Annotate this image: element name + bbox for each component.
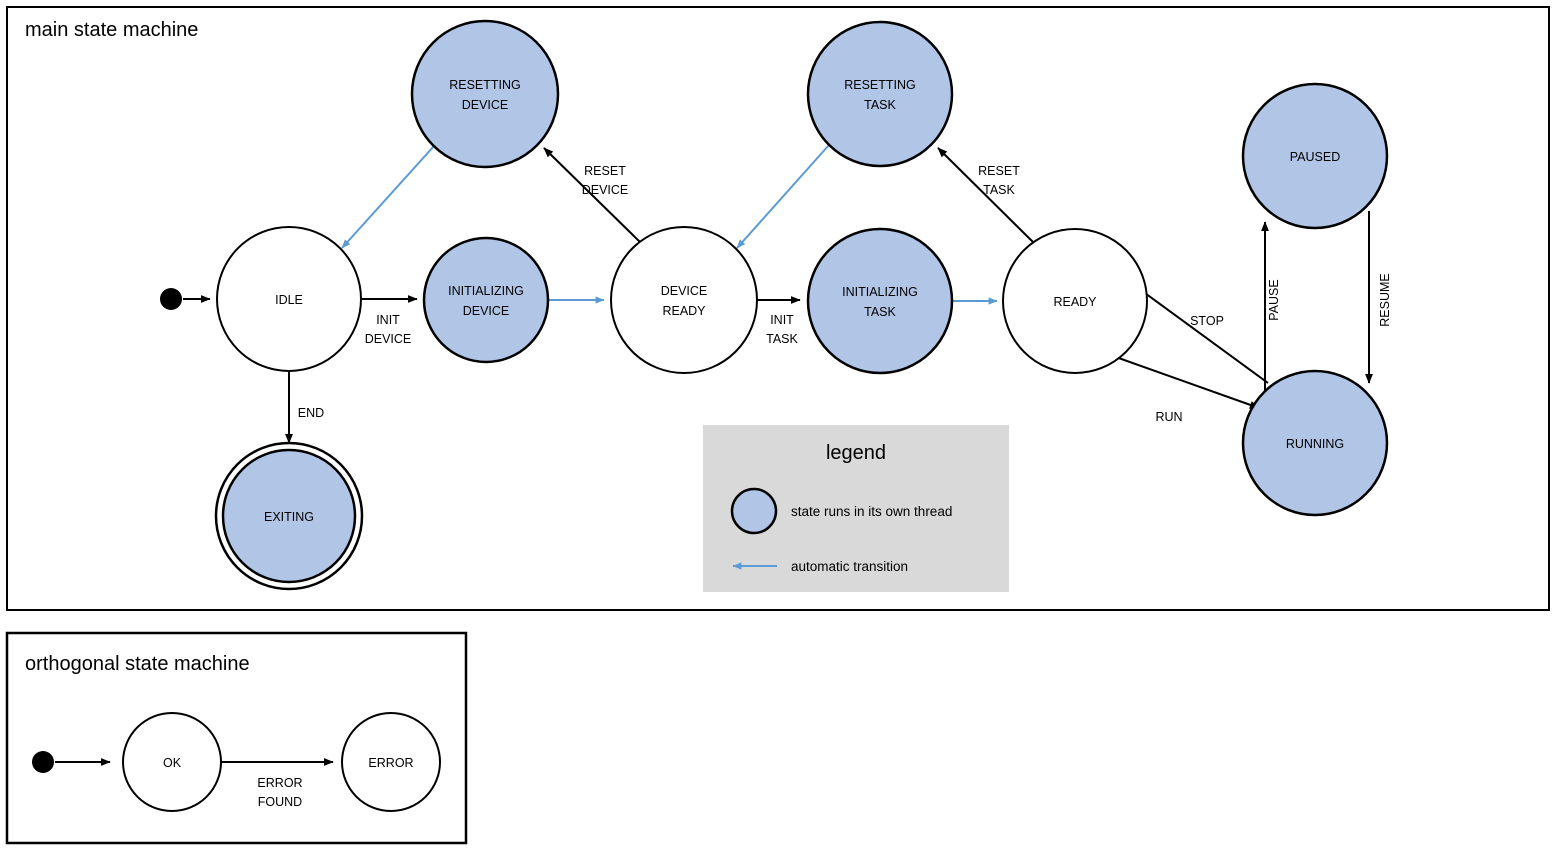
state-node-ready[interactable]: READY (1002, 228, 1148, 374)
state-label-device-ready-line2: READY (662, 304, 706, 318)
edge-label-stop: STOP (1190, 314, 1224, 328)
legend-panel: legend state runs in its own thread auto… (703, 425, 1009, 592)
state-label-initializing-task-line2: TASK (864, 305, 896, 319)
main-frame-title: main state machine (25, 19, 198, 41)
edge-label-reset-device-line1: RESET (584, 164, 626, 178)
transition-running-paused: PAUSE (1261, 221, 1281, 391)
transition-resettingtask-deviceready (736, 144, 830, 249)
transition-idle-init-device: INIT DEVICE (361, 295, 418, 346)
state-label-resetting-device-line1: RESETTING (449, 78, 521, 92)
legend-item-auto-label: automatic transition (791, 559, 908, 574)
state-node-exiting[interactable]: EXITING (214, 441, 364, 591)
orthogonal-frame (5, 631, 468, 845)
state-label-exiting: EXITING (264, 510, 314, 524)
transition-deviceready-resettingdevice: RESET DEVICE (543, 147, 641, 243)
state-label-initializing-device-line1: INITIALIZING (448, 284, 524, 298)
edge-label-pause: PAUSE (1267, 279, 1281, 320)
orthogonal-frame-title: orthogonal state machine (25, 653, 250, 675)
state-node-ok[interactable]: OK (122, 712, 222, 812)
transition-paused-running: RESUME (1365, 211, 1392, 384)
state-node-resetting-device[interactable]: RESETTING DEVICE (410, 19, 560, 169)
edge-label-reset-device-line2: DEVICE (582, 183, 629, 197)
state-label-initializing-device-line2: DEVICE (463, 304, 510, 318)
edge-label-run: RUN (1155, 410, 1182, 424)
state-label-resetting-device-line2: DEVICE (462, 98, 509, 112)
state-label-device-ready-line1: DEVICE (661, 284, 708, 298)
edge-label-init-device-line1: INIT (376, 313, 400, 327)
edge-label-reset-task-line1: RESET (978, 164, 1020, 178)
state-node-idle[interactable]: IDLE (216, 226, 362, 372)
edge-label-resume: RESUME (1378, 273, 1392, 326)
state-node-device-ready[interactable]: DEVICE READY (610, 226, 758, 374)
state-label-running: RUNNING (1286, 437, 1344, 451)
state-label-resetting-task-line1: RESETTING (844, 78, 916, 92)
transition-running-ready: STOP (1133, 284, 1269, 384)
state-node-error[interactable]: ERROR (341, 712, 441, 812)
transition-ready-running: RUN (1112, 355, 1260, 424)
state-node-orthogonal-start[interactable] (32, 751, 54, 773)
edge-label-error-found-line1: ERROR (257, 776, 302, 790)
edge-label-reset-task-line2: TASK (983, 183, 1015, 197)
state-label-ready: READY (1053, 295, 1097, 309)
state-node-paused[interactable]: PAUSED (1241, 82, 1389, 230)
transition-ready-resettingtask: RESET TASK (937, 147, 1035, 244)
state-node-initializing-device[interactable]: INITIALIZING DEVICE (422, 236, 550, 364)
state-label-initializing-task-line1: INITIALIZING (842, 285, 918, 299)
state-node-running[interactable]: RUNNING (1241, 369, 1389, 517)
transition-resettingdevice-idle (341, 145, 435, 249)
legend-item-thread-label: state runs in its own thread (791, 504, 952, 519)
legend-thread-swatch-icon (730, 487, 778, 535)
state-node-resetting-task[interactable]: RESETTING TASK (806, 20, 954, 168)
main-frame (6, 6, 1550, 611)
edge-label-error-found-line2: FOUND (258, 795, 302, 809)
transition-deviceready-inittask: INIT TASK (757, 296, 801, 346)
legend-title: legend (826, 442, 886, 464)
edge-label-init-task-line1: INIT (770, 313, 794, 327)
edge-label-init-device-line2: DEVICE (365, 332, 412, 346)
edge-label-end: END (298, 406, 324, 420)
state-label-paused: PAUSED (1290, 150, 1340, 164)
state-node-start[interactable] (160, 288, 182, 310)
transition-idle-exiting: END (285, 371, 324, 444)
state-label-ok: OK (163, 756, 182, 770)
state-node-initializing-task[interactable]: INITIALIZING TASK (806, 227, 954, 375)
state-label-error: ERROR (368, 756, 413, 770)
edge-label-init-task-line2: TASK (766, 332, 798, 346)
state-label-resetting-task-line2: TASK (864, 98, 896, 112)
transition-ok-to-error: ERROR FOUND (221, 758, 334, 809)
state-label-idle: IDLE (275, 293, 303, 307)
